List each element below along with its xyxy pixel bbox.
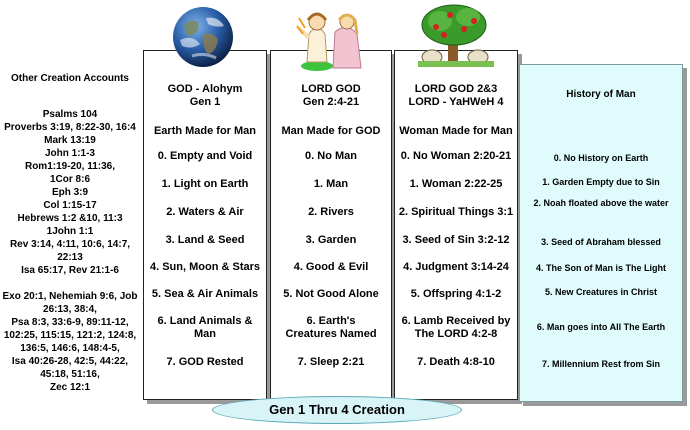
creation-day-item: 1. Light on Earth xyxy=(161,178,249,190)
column-subheader: Woman Made for Man xyxy=(399,125,513,137)
history-item: 6. Man goes into All The Earth xyxy=(536,322,666,332)
column-subheader: Earth Made for Man xyxy=(153,125,257,137)
creation-day-item: 2. Rivers xyxy=(308,206,354,218)
scripture-line: Psalms 104 xyxy=(42,109,98,120)
scripture-line: 136:5, 146:6, 148:4-5, xyxy=(20,343,120,354)
creation-day-item: 1. Man xyxy=(313,178,349,190)
scripture-line: 22:13 xyxy=(57,252,83,263)
history-item: 3. Seed of Abraham blessed xyxy=(541,237,661,247)
creation-day-item: 4. Sun, Moon & Stars xyxy=(149,261,260,273)
scripture-line: Proverbs 3:19, 8:22-30, 16:4 xyxy=(4,122,136,133)
creation-day-item: 5. Not Good Alone xyxy=(283,288,379,300)
creation-day-item: 3. Garden xyxy=(305,234,357,246)
creation-day-item: 6. Earth's Creatures Named xyxy=(285,315,377,340)
scripture-line: Exo 20:1, Nehemiah 9:6, Job xyxy=(2,291,138,302)
scripture-line: Isa 40:26-28, 42:5, 44:22, xyxy=(11,356,129,367)
creation-day-item: 1. Woman 2:22-25 xyxy=(409,178,503,190)
scripture-line: Col 1:15-17 xyxy=(43,200,97,211)
creation-day-item: 2. Spiritual Things 3:1 xyxy=(398,206,514,218)
creation-day-item: 3. Seed of Sin 3:2-12 xyxy=(402,234,510,246)
apple-tree-icon xyxy=(418,4,494,67)
creation-day-item: 2. Waters & Air xyxy=(166,206,244,218)
creation-day-item: 0. Empty and Void xyxy=(157,150,253,162)
creation-day-item: 6. Lamb Received by The LORD 4:2-8 xyxy=(401,315,511,340)
column-header-line: LORD GOD 2&3 xyxy=(414,83,498,95)
other-accounts-title: Other Creation Accounts xyxy=(11,73,129,84)
column-gen-2-4: LORD GOD 2&3 LORD - YaHWeH 4 Woman Made … xyxy=(394,50,518,400)
history-item: 0. No History on Earth xyxy=(553,153,649,163)
scripture-line: 102:25, 115:15, 121:2, 124:8, xyxy=(3,330,137,341)
scripture-line: 45:18, 51:16, xyxy=(40,369,100,380)
creation-day-item: 7. Death 4:8-10 xyxy=(417,356,495,368)
creation-day-item: 7. Sleep 2:21 xyxy=(297,356,365,368)
column-header-line: History of Man xyxy=(566,89,636,100)
scripture-line: Rom1:19-20, 11:36, xyxy=(24,161,116,172)
scripture-line: Rev 3:14, 4:11, 10:6, 14:7, xyxy=(9,239,131,250)
column-header-line: LORD GOD xyxy=(301,83,361,95)
scripture-line: 1John 1:1 xyxy=(46,226,94,237)
creation-day-item: 6. Land Animals & Man xyxy=(157,315,253,340)
creation-day-item: 4. Judgment 3:14-24 xyxy=(403,261,509,273)
scripture-line: John 1:1-3 xyxy=(44,148,95,159)
history-item: 7. Millennium Rest from Sin xyxy=(541,359,660,369)
creation-day-item: 4. Good & Evil xyxy=(293,261,369,273)
column-header-line: Gen 1 xyxy=(189,96,221,108)
creation-day-item: 5. Offspring 4:1-2 xyxy=(410,288,502,300)
scripture-line: Eph 3:9 xyxy=(51,187,89,198)
adam-and-eve-icon xyxy=(296,12,362,71)
scripture-line: Psa 8:3, 33:6-9, 89:11-12, xyxy=(11,317,129,328)
scripture-line: Mark 13:19 xyxy=(44,135,96,146)
creation-day-item: 7. GOD Rested xyxy=(166,356,244,368)
scripture-line: Hebrews 1:2 &10, 11:3 xyxy=(17,213,123,224)
earth-globe-icon xyxy=(173,7,233,67)
history-item: 5. New Creatures in Christ xyxy=(544,287,658,297)
history-item: 2. Noah floated above the water xyxy=(533,198,669,208)
column-gen-1: GOD - Alohym Gen 1 Earth Made for Man 0.… xyxy=(143,50,267,400)
column-header-line: LORD - YaHWeH 4 xyxy=(408,96,504,108)
column-history-of-man: History of Man 0. No History on Earth 1.… xyxy=(519,64,683,402)
creation-day-item: 5. Sea & Air Animals xyxy=(151,288,259,300)
scripture-line: 26:13, 38:4, xyxy=(43,304,97,315)
column-header-line: Gen 2:4-21 xyxy=(302,96,360,108)
history-item: 1. Garden Empty due to Sin xyxy=(542,177,660,187)
scripture-reference-list: Psalms 104 Proverbs 3:19, 8:22-30, 16:4 … xyxy=(0,108,140,394)
scripture-line: Zec 12:1 xyxy=(49,382,91,393)
other-creation-accounts: Other Creation Accounts xyxy=(0,72,140,85)
footer-title-ellipse: Gen 1 Thru 4 Creation xyxy=(212,396,462,424)
creation-day-item: 3. Land & Seed xyxy=(165,234,245,246)
scripture-line: 1Cor 8:6 xyxy=(49,174,90,185)
creation-day-item: 0. No Woman 2:20-21 xyxy=(400,150,512,162)
creation-day-item: 0. No Man xyxy=(305,150,357,162)
column-subheader: Man Made for GOD xyxy=(281,125,381,137)
history-item: 4. The Son of Man is The Light xyxy=(536,263,666,273)
scripture-line: Isa 65:17, Rev 21:1-6 xyxy=(21,265,119,276)
column-gen-2: LORD GOD Gen 2:4-21 Man Made for GOD 0. … xyxy=(270,50,392,400)
scripture-spacer xyxy=(0,277,140,290)
column-header-line: GOD - Alohym xyxy=(167,83,243,95)
